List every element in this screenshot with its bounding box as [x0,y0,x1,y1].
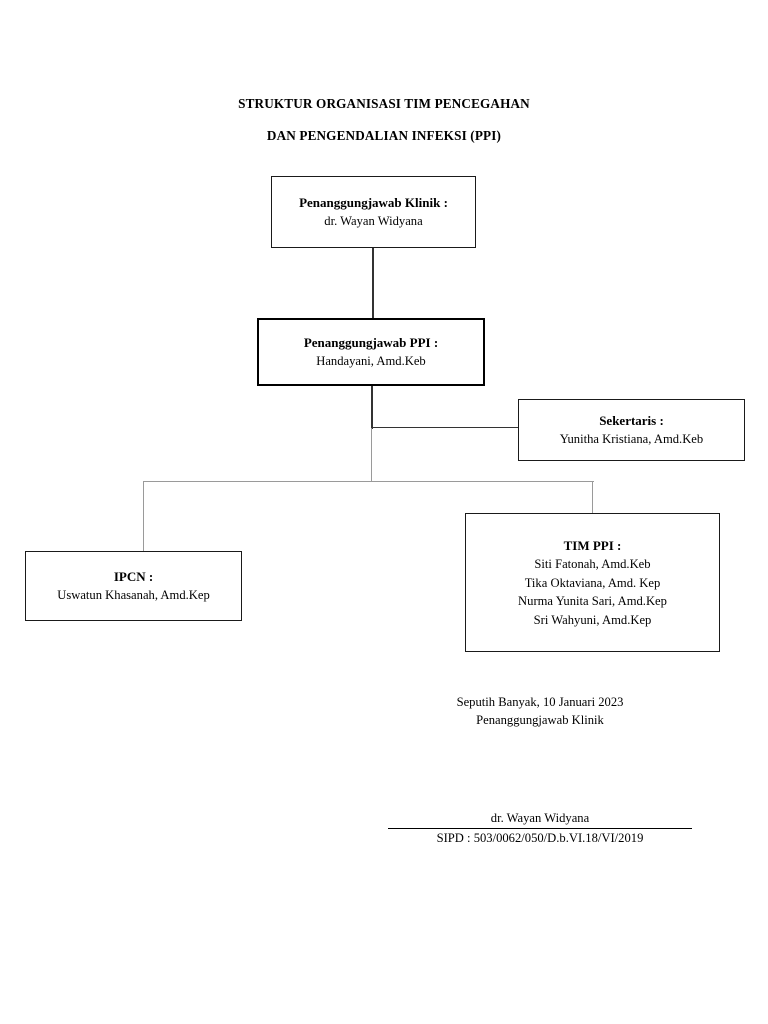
node-member-name: Siti Fatonah, Amd.Keb [534,557,651,571]
connector-ppi-trunk-lower [371,428,373,482]
node-member-name: Uswatun Khasanah, Amd.Kep [57,588,210,603]
node-penanggungjawab-klinik[interactable]: Penanggungjawab Klinik : dr. Wayan Widya… [271,176,476,248]
node-ipcn[interactable]: IPCN : Uswatun Khasanah, Amd.Kep [25,551,242,621]
node-member-name: Nurma Yunita Sari, Amd.Kep [518,594,667,608]
signature-name: dr. Wayan Widyana [490,811,590,825]
node-role-label: IPCN : [113,569,154,585]
connector-ppi-trunk-upper [371,386,373,429]
signature-place-block: Seputih Banyak, 10 Januari 2023 Penanggu… [388,694,692,729]
node-member-name: dr. Wayan Widyana [324,214,423,229]
title-line-2: DAN PENGENDALIAN INFEKSI (PPI) [266,128,502,143]
node-tim-ppi[interactable]: TIM PPI : Siti Fatonah, Amd.Keb Tika Okt… [465,513,720,652]
connector-bar-to-tim-ppi [592,481,594,514]
node-sekertaris[interactable]: Sekertaris : Yunitha Kristiana, Amd.Keb [518,399,745,461]
document-title: STRUKTUR ORGANISASI TIM PENCEGAHAN DAN P… [0,88,768,152]
node-penanggungjawab-ppi[interactable]: Penanggungjawab PPI : Handayani, Amd.Keb [257,318,485,386]
node-member-name: Tika Oktaviana, Amd. Kep [524,575,661,590]
node-role-label: TIM PPI : [563,538,622,553]
node-role-label: Penanggungjawab Klinik : [299,195,448,211]
node-member-name: Handayani, Amd.Keb [316,354,426,369]
node-role-label: Sekertaris : [599,413,664,429]
node-role-label: Penanggungjawab PPI : [303,335,439,351]
connector-bar-to-ipcn [143,481,145,551]
connector-klinik-to-ppi [372,248,374,318]
node-member-name: Sri Wahyuni, Amd.Kep [533,612,652,627]
signature-place-date: Seputih Banyak, 10 Januari 2023 [456,695,624,709]
connector-ppi-to-sekertaris [371,427,519,429]
signature-license-number: SIPD : 503/0062/050/D.b.VI.18/VI/2019 [436,830,644,845]
node-member-name: Yunitha Kristiana, Amd.Keb [559,432,704,447]
connector-distribution-bar [143,481,594,483]
signature-name-block: dr. Wayan Widyana SIPD : 503/0062/050/D.… [388,810,692,847]
signature-underline [388,827,692,829]
title-line-1: STRUKTUR ORGANISASI TIM PENCEGAHAN [238,96,530,111]
signature-position: Penanggungjawab Klinik [476,712,604,727]
